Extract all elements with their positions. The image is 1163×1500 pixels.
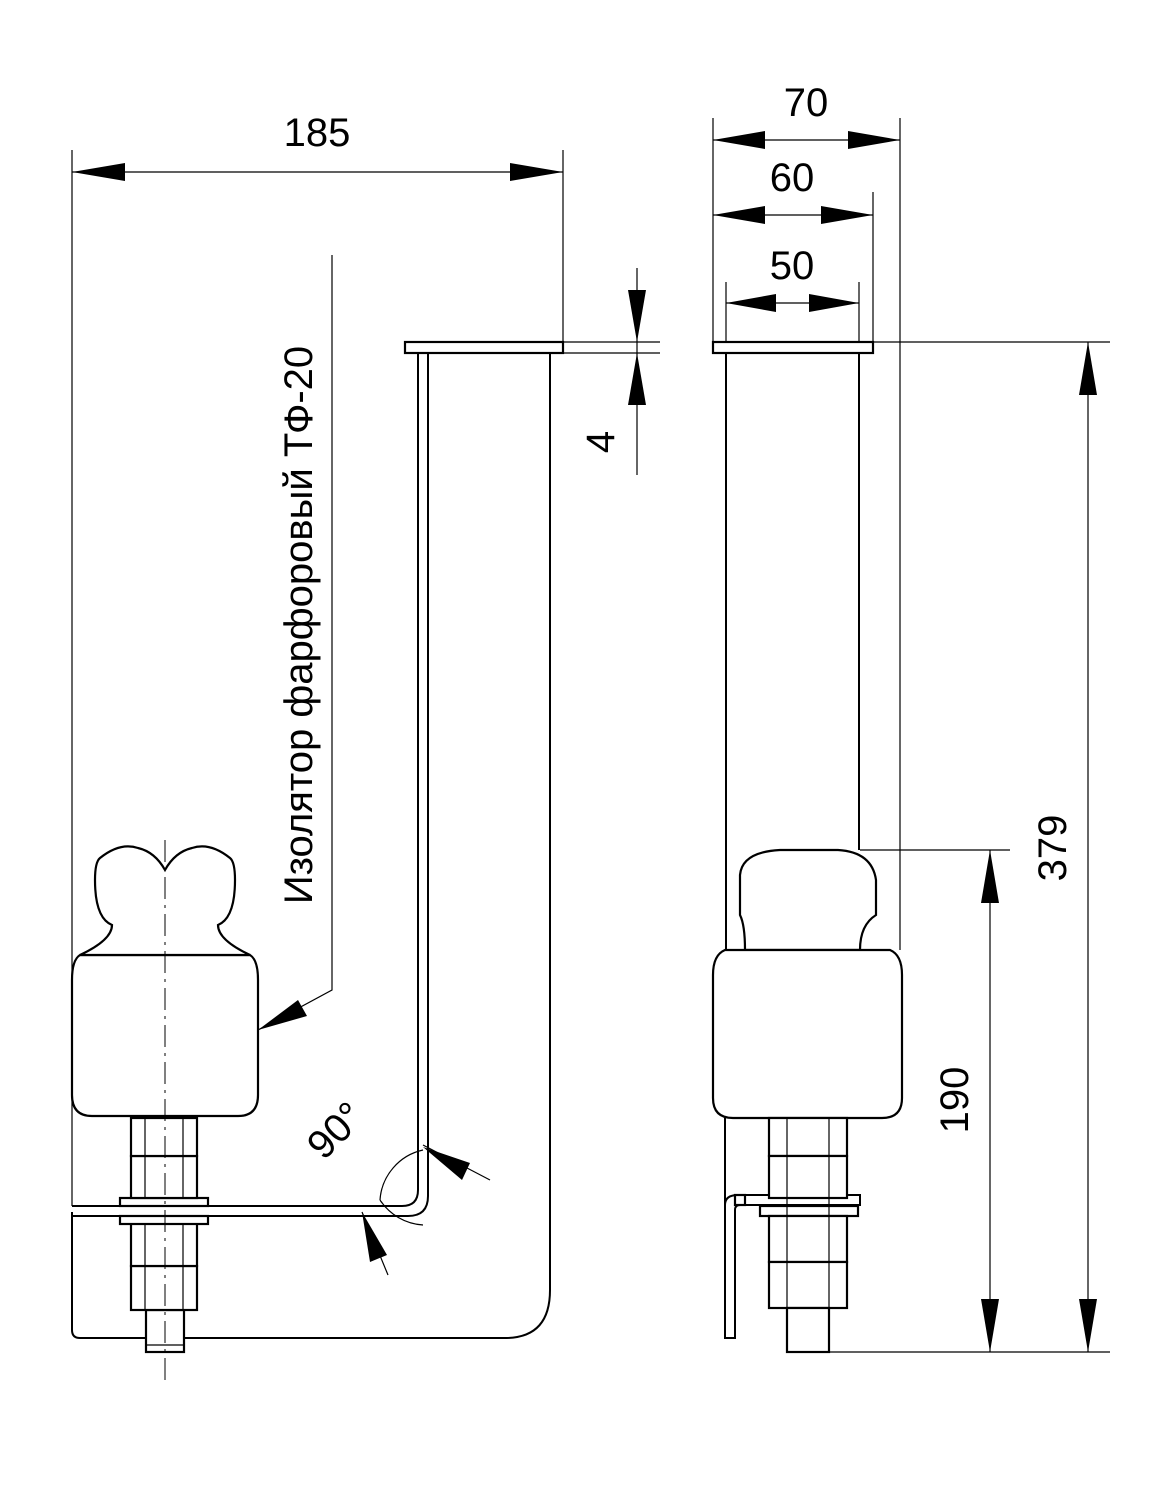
nut-lower-1 [129, 1220, 199, 1268]
insulator-right-body [711, 948, 904, 1120]
arrow-70-left [713, 131, 765, 149]
arrow-379-bottom [1079, 1299, 1097, 1352]
nut-upper-1 [129, 1116, 199, 1158]
dim-50: 50 [770, 244, 815, 288]
arrow-60-left [713, 206, 765, 224]
angle-arrow-2 [362, 1212, 387, 1262]
side-bracket-tab [733, 1193, 747, 1207]
right-view: 70 60 50 379 190 [711, 81, 1110, 1354]
dim-90: 90° [299, 1094, 373, 1168]
nut-r-4 [767, 1260, 849, 1310]
arrow-4-top [628, 290, 646, 342]
nut-r-1 [767, 1116, 849, 1158]
dim-190: 190 [933, 1067, 977, 1134]
angle-arc-b [379, 1199, 424, 1226]
insulator-neck-left [79, 845, 251, 957]
angle-arrow-1 [423, 1147, 470, 1180]
dim-185: 185 [284, 111, 351, 155]
washer-lower [118, 1214, 210, 1226]
insulator-right-cap [738, 848, 878, 952]
bolt-r-shank [785, 1306, 831, 1354]
arrow-70-right [848, 131, 900, 149]
dim-60: 60 [770, 156, 815, 200]
bracket-outline [71, 352, 551, 1339]
top-plate-side [711, 340, 875, 355]
dim-70: 70 [784, 81, 829, 125]
washer-r [758, 1204, 860, 1218]
arrow-185-left [72, 163, 125, 181]
nut-r-3 [767, 1214, 849, 1264]
arrow-50-left [726, 294, 776, 312]
nut-upper-2 [129, 1154, 199, 1200]
arrow-60-right [821, 206, 873, 224]
bracket-strip-inner [72, 353, 429, 1217]
left-view: 185 4 Изолятор фарфоровый ТФ-20 90° [70, 111, 660, 1380]
insulator-leader-arrow [258, 1000, 307, 1030]
arrow-190-top [981, 850, 999, 903]
dim-379: 379 [1031, 815, 1075, 882]
arrow-4-bottom [628, 353, 646, 405]
arrow-50-right [809, 294, 859, 312]
angle-arc-a [379, 1149, 424, 1201]
arrow-190-bottom [981, 1299, 999, 1352]
bracket-strip [72, 353, 419, 1207]
dim-4: 4 [579, 431, 623, 453]
nut-r-2 [767, 1154, 849, 1200]
arrow-185-right [510, 163, 563, 181]
arrow-379-top [1079, 342, 1097, 395]
washer [118, 1196, 210, 1208]
nut-lower-2 [129, 1264, 199, 1312]
top-plate [403, 340, 565, 355]
insulator-label: Изолятор фарфоровый ТФ-20 [277, 346, 321, 904]
